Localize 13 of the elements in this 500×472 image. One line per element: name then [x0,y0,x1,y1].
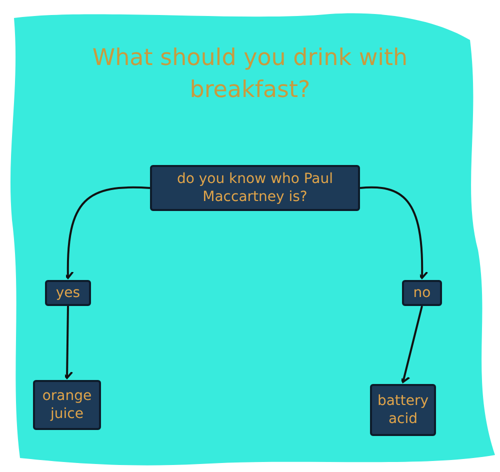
question-box [150,165,360,211]
box-text: orange juice [41,387,93,423]
box-text: battery acid [376,392,430,428]
box-text: yes [56,284,80,302]
answer-box [370,384,436,436]
answer-box [33,380,101,430]
answer-box [402,280,442,306]
answer-box [45,280,91,306]
box-text: no [413,284,431,302]
arrow [360,186,428,279]
title: What should you drink with breakfast? [91,44,409,105]
box-text: do you know who Paul Maccartney is? [176,170,334,206]
arrow [398,306,423,383]
